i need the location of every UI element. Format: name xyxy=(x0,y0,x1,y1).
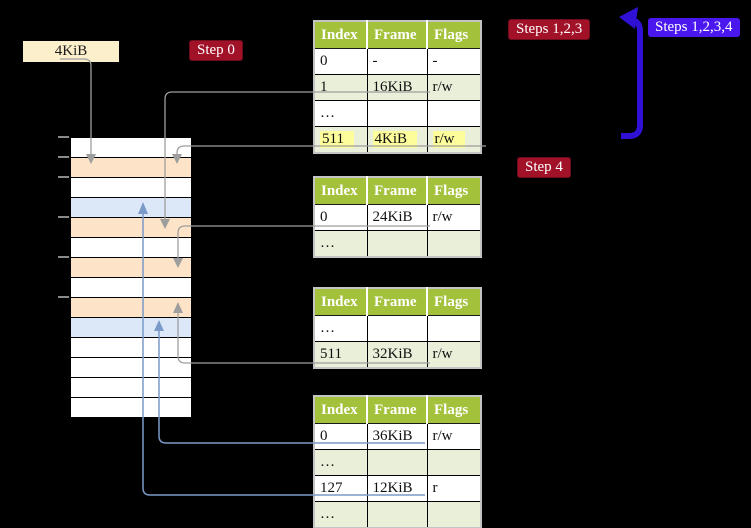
column-header: Frame xyxy=(366,177,427,205)
cell: 36KiB xyxy=(366,423,428,450)
memory-tick xyxy=(58,176,69,178)
cell xyxy=(366,449,428,476)
cell xyxy=(426,449,482,476)
memory-tick xyxy=(58,256,69,258)
column-header: Index xyxy=(314,396,367,424)
column-header: Frame xyxy=(366,396,427,424)
cell: 12KiB xyxy=(366,475,428,502)
cell: 127 xyxy=(313,475,368,502)
cell xyxy=(366,501,428,528)
table-row: … xyxy=(313,230,482,258)
cell: - xyxy=(426,48,482,75)
cell xyxy=(366,315,428,342)
cell: r/w xyxy=(426,204,482,231)
memory-row-free xyxy=(71,178,191,198)
memory-tick xyxy=(58,216,69,218)
steps1234-badge: Steps 1,2,3,4 xyxy=(648,18,740,37)
memory-row-frame xyxy=(71,258,191,278)
steps123-badge: Steps 1,2,3 xyxy=(508,19,591,40)
step4-badge: Step 4 xyxy=(517,157,571,178)
page-size-label-box: 4KiB xyxy=(23,41,119,62)
column-header: Index xyxy=(314,288,367,316)
column-header: Flags xyxy=(426,288,481,316)
cell: … xyxy=(313,100,368,127)
cell: r xyxy=(426,475,482,502)
cell: 24KiB xyxy=(366,204,428,231)
cell: … xyxy=(313,315,368,342)
cell: 511 xyxy=(313,341,368,369)
memory-row-page xyxy=(71,318,191,338)
cell xyxy=(426,501,482,528)
memory-row-frame xyxy=(71,158,191,178)
column-header: Frame xyxy=(366,288,427,316)
cell xyxy=(426,230,482,258)
cell: r/w xyxy=(426,423,482,450)
memory-row-free xyxy=(71,358,191,378)
cell: 32KiB xyxy=(366,341,428,369)
column-header: Index xyxy=(314,21,367,49)
memory-row-free xyxy=(71,278,191,298)
memory-row-free xyxy=(71,398,191,417)
cell xyxy=(366,100,428,127)
cell: 511 xyxy=(313,126,368,154)
cell: … xyxy=(313,230,368,258)
memory-row-frame xyxy=(71,298,191,318)
memory-tick xyxy=(58,136,69,138)
column-header: Flags xyxy=(426,21,481,49)
cell: 0 xyxy=(313,423,368,450)
column-header: Frame xyxy=(366,21,427,49)
memory-row-free xyxy=(71,378,191,398)
step0-badge: Step 0 xyxy=(189,40,243,61)
cell: r/w xyxy=(426,74,482,101)
table-row: 0-- xyxy=(313,48,482,75)
cell: 1 xyxy=(313,74,368,101)
cell xyxy=(366,230,428,258)
cell: r/w xyxy=(426,341,482,369)
memory-row-free xyxy=(71,338,191,358)
memory-row-page xyxy=(71,198,191,218)
cell: r/w xyxy=(426,126,482,154)
memory-tick xyxy=(58,296,69,298)
cell xyxy=(426,100,482,127)
column-header: Flags xyxy=(426,177,481,205)
column-header: Flags xyxy=(426,396,481,424)
memory-row-free xyxy=(71,138,191,158)
memory-row-free xyxy=(71,238,191,258)
table-row: … xyxy=(313,501,482,528)
table-row: … xyxy=(313,100,482,127)
memory-column xyxy=(70,137,192,418)
memory-tick xyxy=(58,156,69,158)
column-header: Index xyxy=(314,177,367,205)
cell: 0 xyxy=(313,48,368,75)
cell: 16KiB xyxy=(366,74,428,101)
cell: 4KiB xyxy=(366,126,428,154)
cell: 0 xyxy=(313,204,368,231)
table-row: … xyxy=(313,315,482,342)
arrowhead-upleft-icon xyxy=(619,7,638,29)
arrow-steps1234 xyxy=(621,17,643,139)
cell: - xyxy=(366,48,428,75)
cell: … xyxy=(313,501,368,528)
table-row: … xyxy=(313,449,482,476)
cell xyxy=(426,315,482,342)
memory-row-frame xyxy=(71,218,191,238)
cell: … xyxy=(313,449,368,476)
